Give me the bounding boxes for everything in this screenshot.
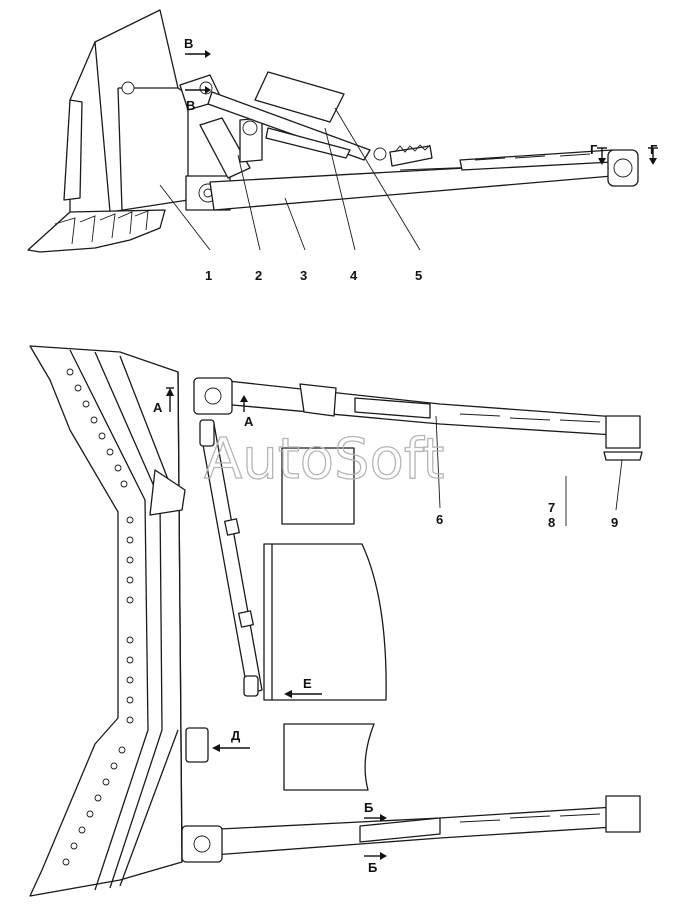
tilt-brace <box>199 117 251 179</box>
view-marker-g-right: Г <box>648 142 658 165</box>
callout-7: 7 <box>548 500 555 515</box>
blade-cutting-edge <box>27 209 166 253</box>
cab-block-lower <box>283 723 375 791</box>
view-label-v: В <box>184 36 193 51</box>
callout-6: 6 <box>436 512 443 527</box>
watermark-text: AutoSoft <box>204 427 445 492</box>
callout-8: 8 <box>548 515 555 530</box>
hydraulic-cylinder <box>254 71 345 123</box>
cab-block-middle <box>263 543 387 701</box>
callout-2: 2 <box>255 268 262 283</box>
view-label-d: Д <box>231 728 241 743</box>
push-beam <box>209 159 613 211</box>
view-marker-d: Д <box>212 728 250 752</box>
trunnion-cap <box>603 451 643 461</box>
blade-body <box>69 9 189 215</box>
callout-1: 1 <box>205 268 212 283</box>
view-marker-a-right: А <box>240 395 254 429</box>
view-marker-g-left: Г <box>590 142 607 165</box>
plan-view-callouts: 6 7 8 9 <box>436 500 618 530</box>
view-marker-a-left: А <box>153 387 174 415</box>
side-elevation-view <box>27 9 639 253</box>
view-label-a-right: А <box>244 414 254 429</box>
callout-3: 3 <box>300 268 307 283</box>
blade-side-plate <box>63 99 83 201</box>
view-marker-v-upper: В <box>184 36 211 58</box>
side-view-leaders <box>159 107 421 251</box>
view-marker-e: Е <box>284 676 322 698</box>
edge-plate-holes-lower <box>62 746 126 866</box>
view-label-b: Б <box>364 800 373 815</box>
view-label-a: А <box>153 400 163 415</box>
callout-5: 5 <box>415 268 422 283</box>
view-marker-b-upper: Б <box>364 800 387 822</box>
view-marker-b-lower: Б <box>364 852 387 875</box>
view-label-b-lower: Б <box>368 860 377 875</box>
ratchet-rack <box>389 145 433 167</box>
v-blade <box>29 345 183 897</box>
plan-view-leaders <box>435 415 623 526</box>
callout-9: 9 <box>611 515 618 530</box>
side-view-callouts: 1 2 3 4 5 <box>205 268 422 283</box>
view-label-g: Г <box>590 142 598 157</box>
edge-plate-holes-upper <box>66 368 128 488</box>
view-label-e: Е <box>303 676 312 691</box>
view-label-v-lower: В <box>186 98 195 113</box>
edge-plate-holes-middle <box>126 516 134 724</box>
view-label-g-right: Г <box>650 142 658 157</box>
view-marker-v-lower: В <box>185 86 211 113</box>
upper-arm <box>207 91 371 161</box>
plan-view <box>29 345 643 897</box>
cab-block-upper <box>281 447 355 525</box>
side-bracket <box>185 727 209 763</box>
callout-4: 4 <box>350 268 358 283</box>
